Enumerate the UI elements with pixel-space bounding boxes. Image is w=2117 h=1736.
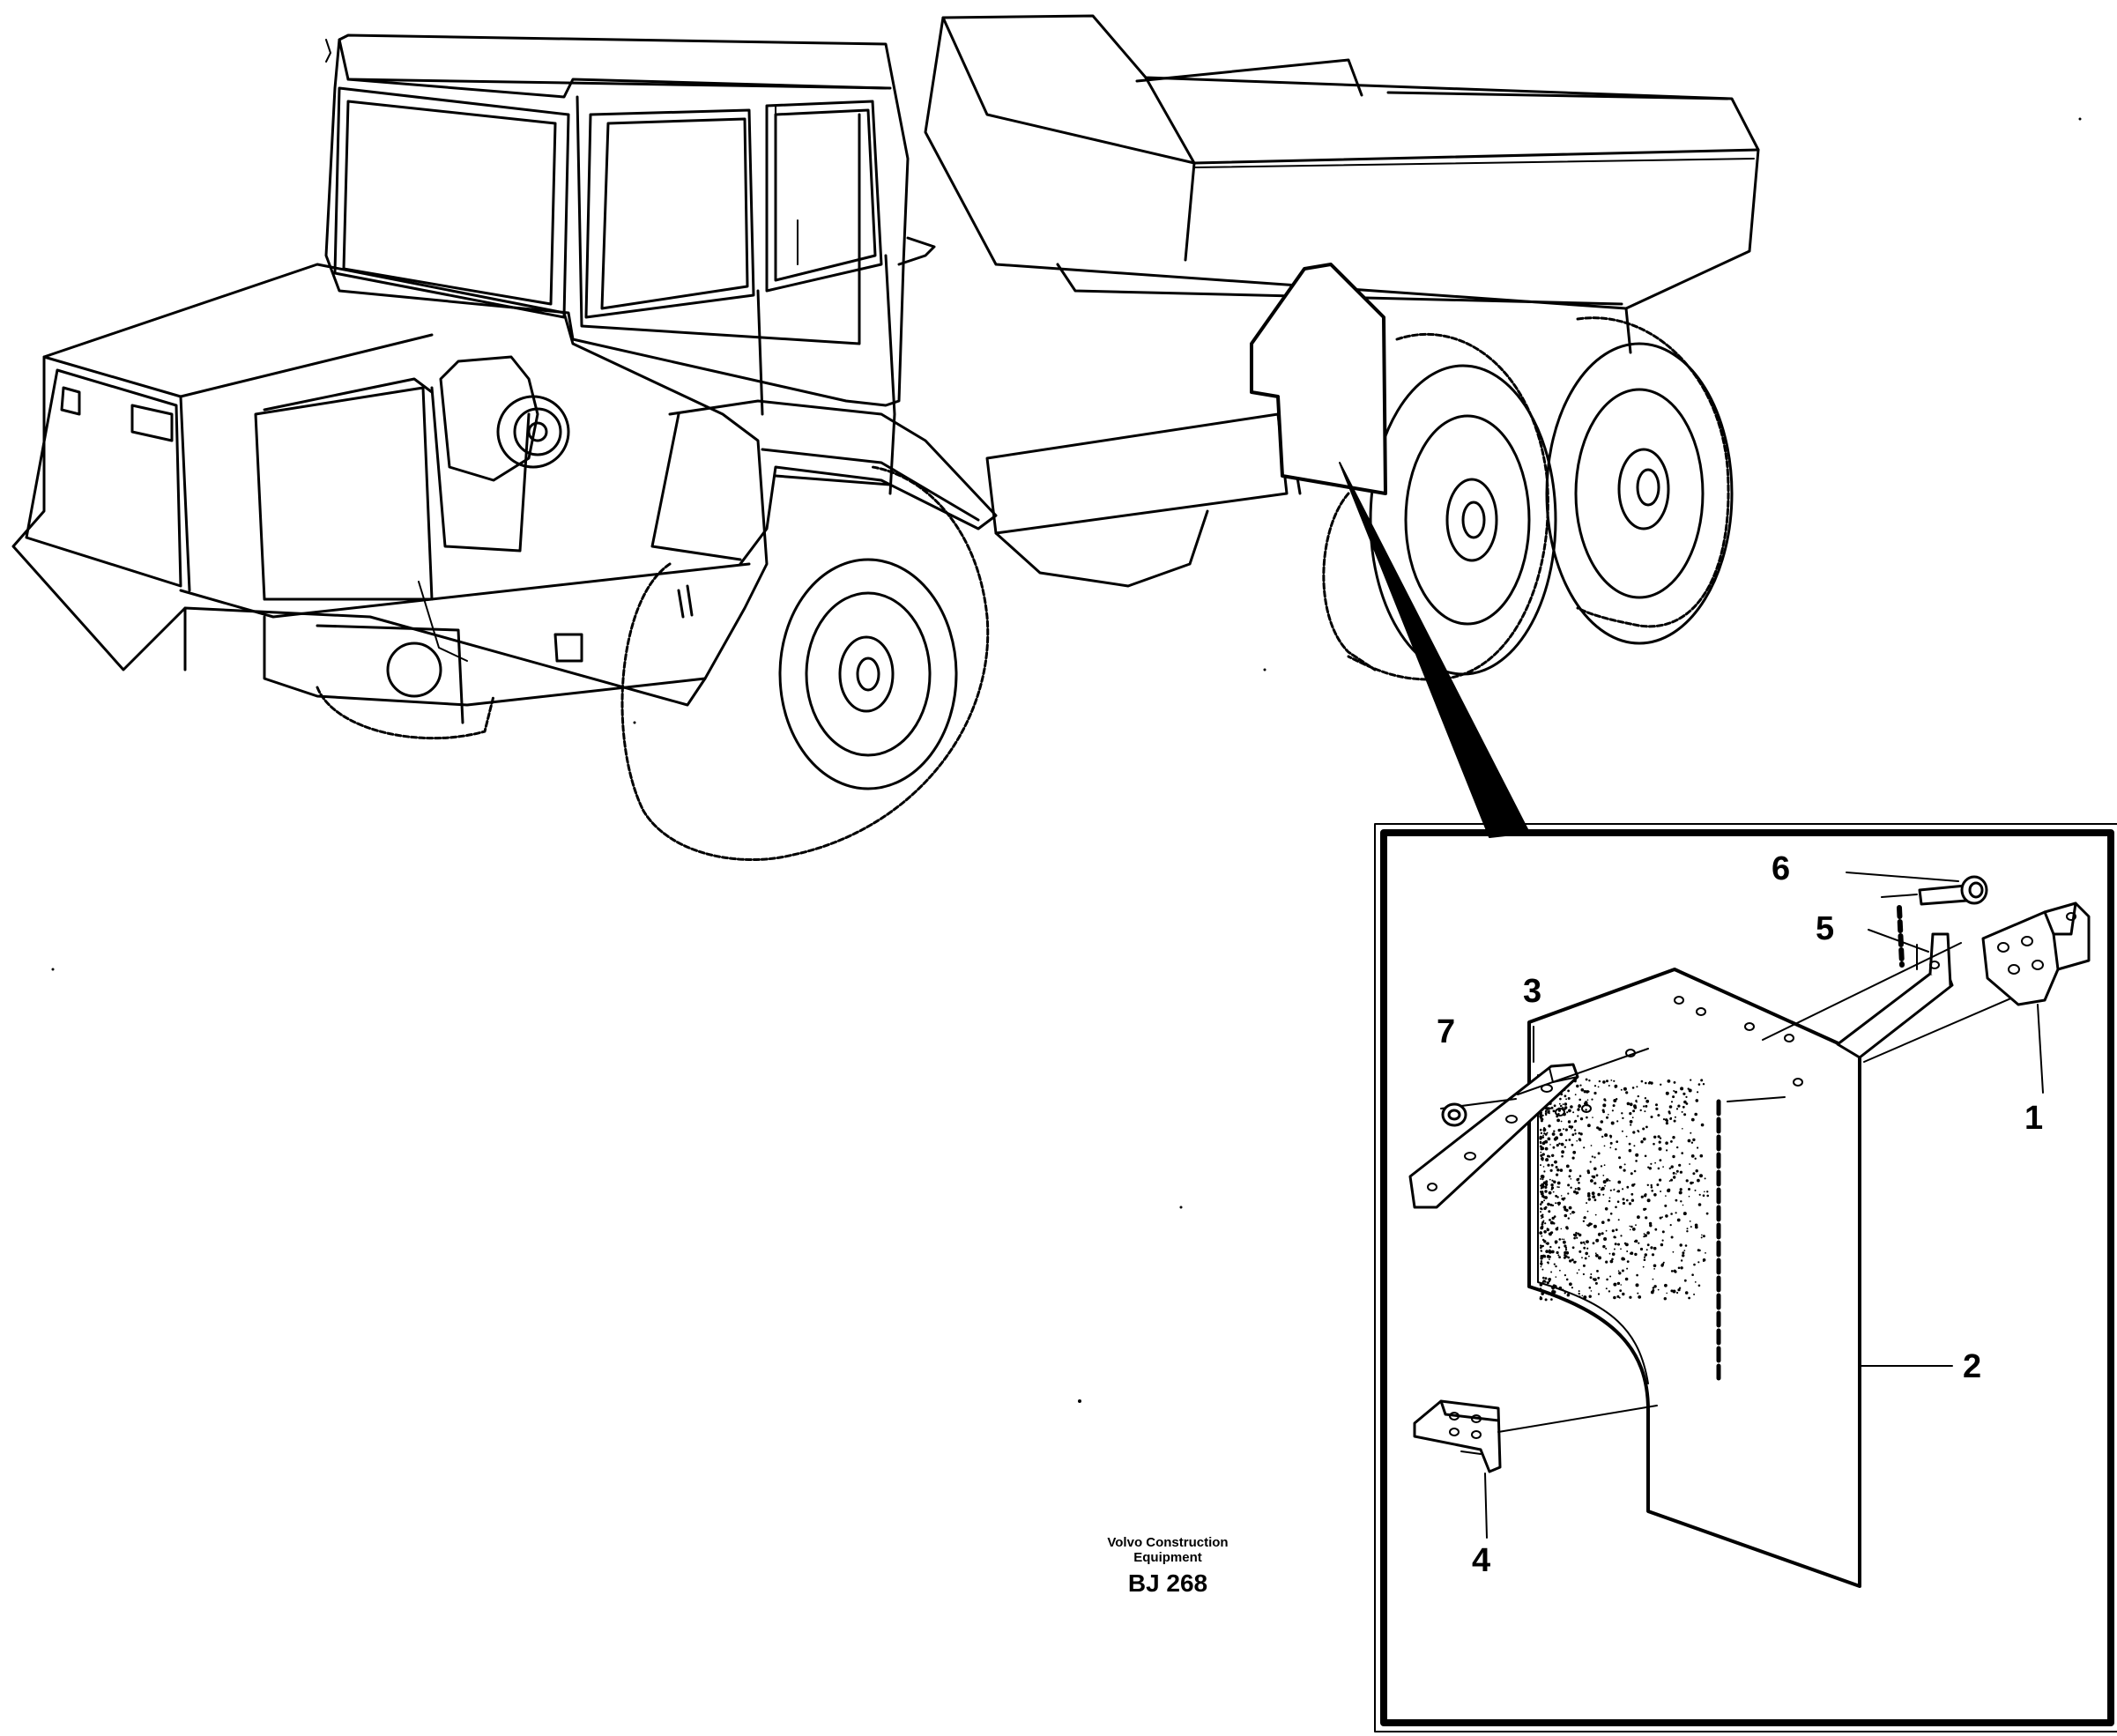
stipple-texture [1539,1078,1709,1302]
callout-1: 1 [2024,1100,2044,1137]
callout-6: 6 [1772,850,1791,887]
part-6-bolt [1846,872,1988,906]
part-5-strip [1762,905,2028,1063]
callout-5: 5 [1816,910,1835,947]
callout-2: 2 [1963,1348,1982,1385]
leader-lines [1533,929,1953,1367]
front-tire [316,465,990,862]
callout-4: 4 [1472,1542,1491,1579]
part-1-bracket [1981,901,2091,1094]
part-4-bracket [1413,1399,1658,1539]
detail-inset [1374,823,2117,1732]
part-7-nut [1440,1048,1649,1127]
cab [324,33,936,495]
mudflap-location [1250,263,1387,495]
rear-tires [1322,316,1734,681]
caption-company-line2: Equipment [1133,1550,1202,1566]
part-3-strip [1408,1063,1579,1209]
caption-company: Volvo Construction [1107,1535,1229,1550]
dump-truck-illustration [11,14,1760,862]
scan-speckles [51,117,2082,1403]
callout-7: 7 [1437,1013,1456,1050]
callout-3: 3 [1523,973,1542,1010]
drawing-caption: Volvo Construction Equipment BJ 268 [1080,1535,1256,1598]
chassis-frame [985,412,1302,588]
front-fender [650,399,998,566]
air-cleaner [386,355,570,698]
drawing-code: BJ 268 [1127,1569,1208,1597]
engine-hood [11,263,769,724]
part-2-mudflap [1527,968,1861,1588]
